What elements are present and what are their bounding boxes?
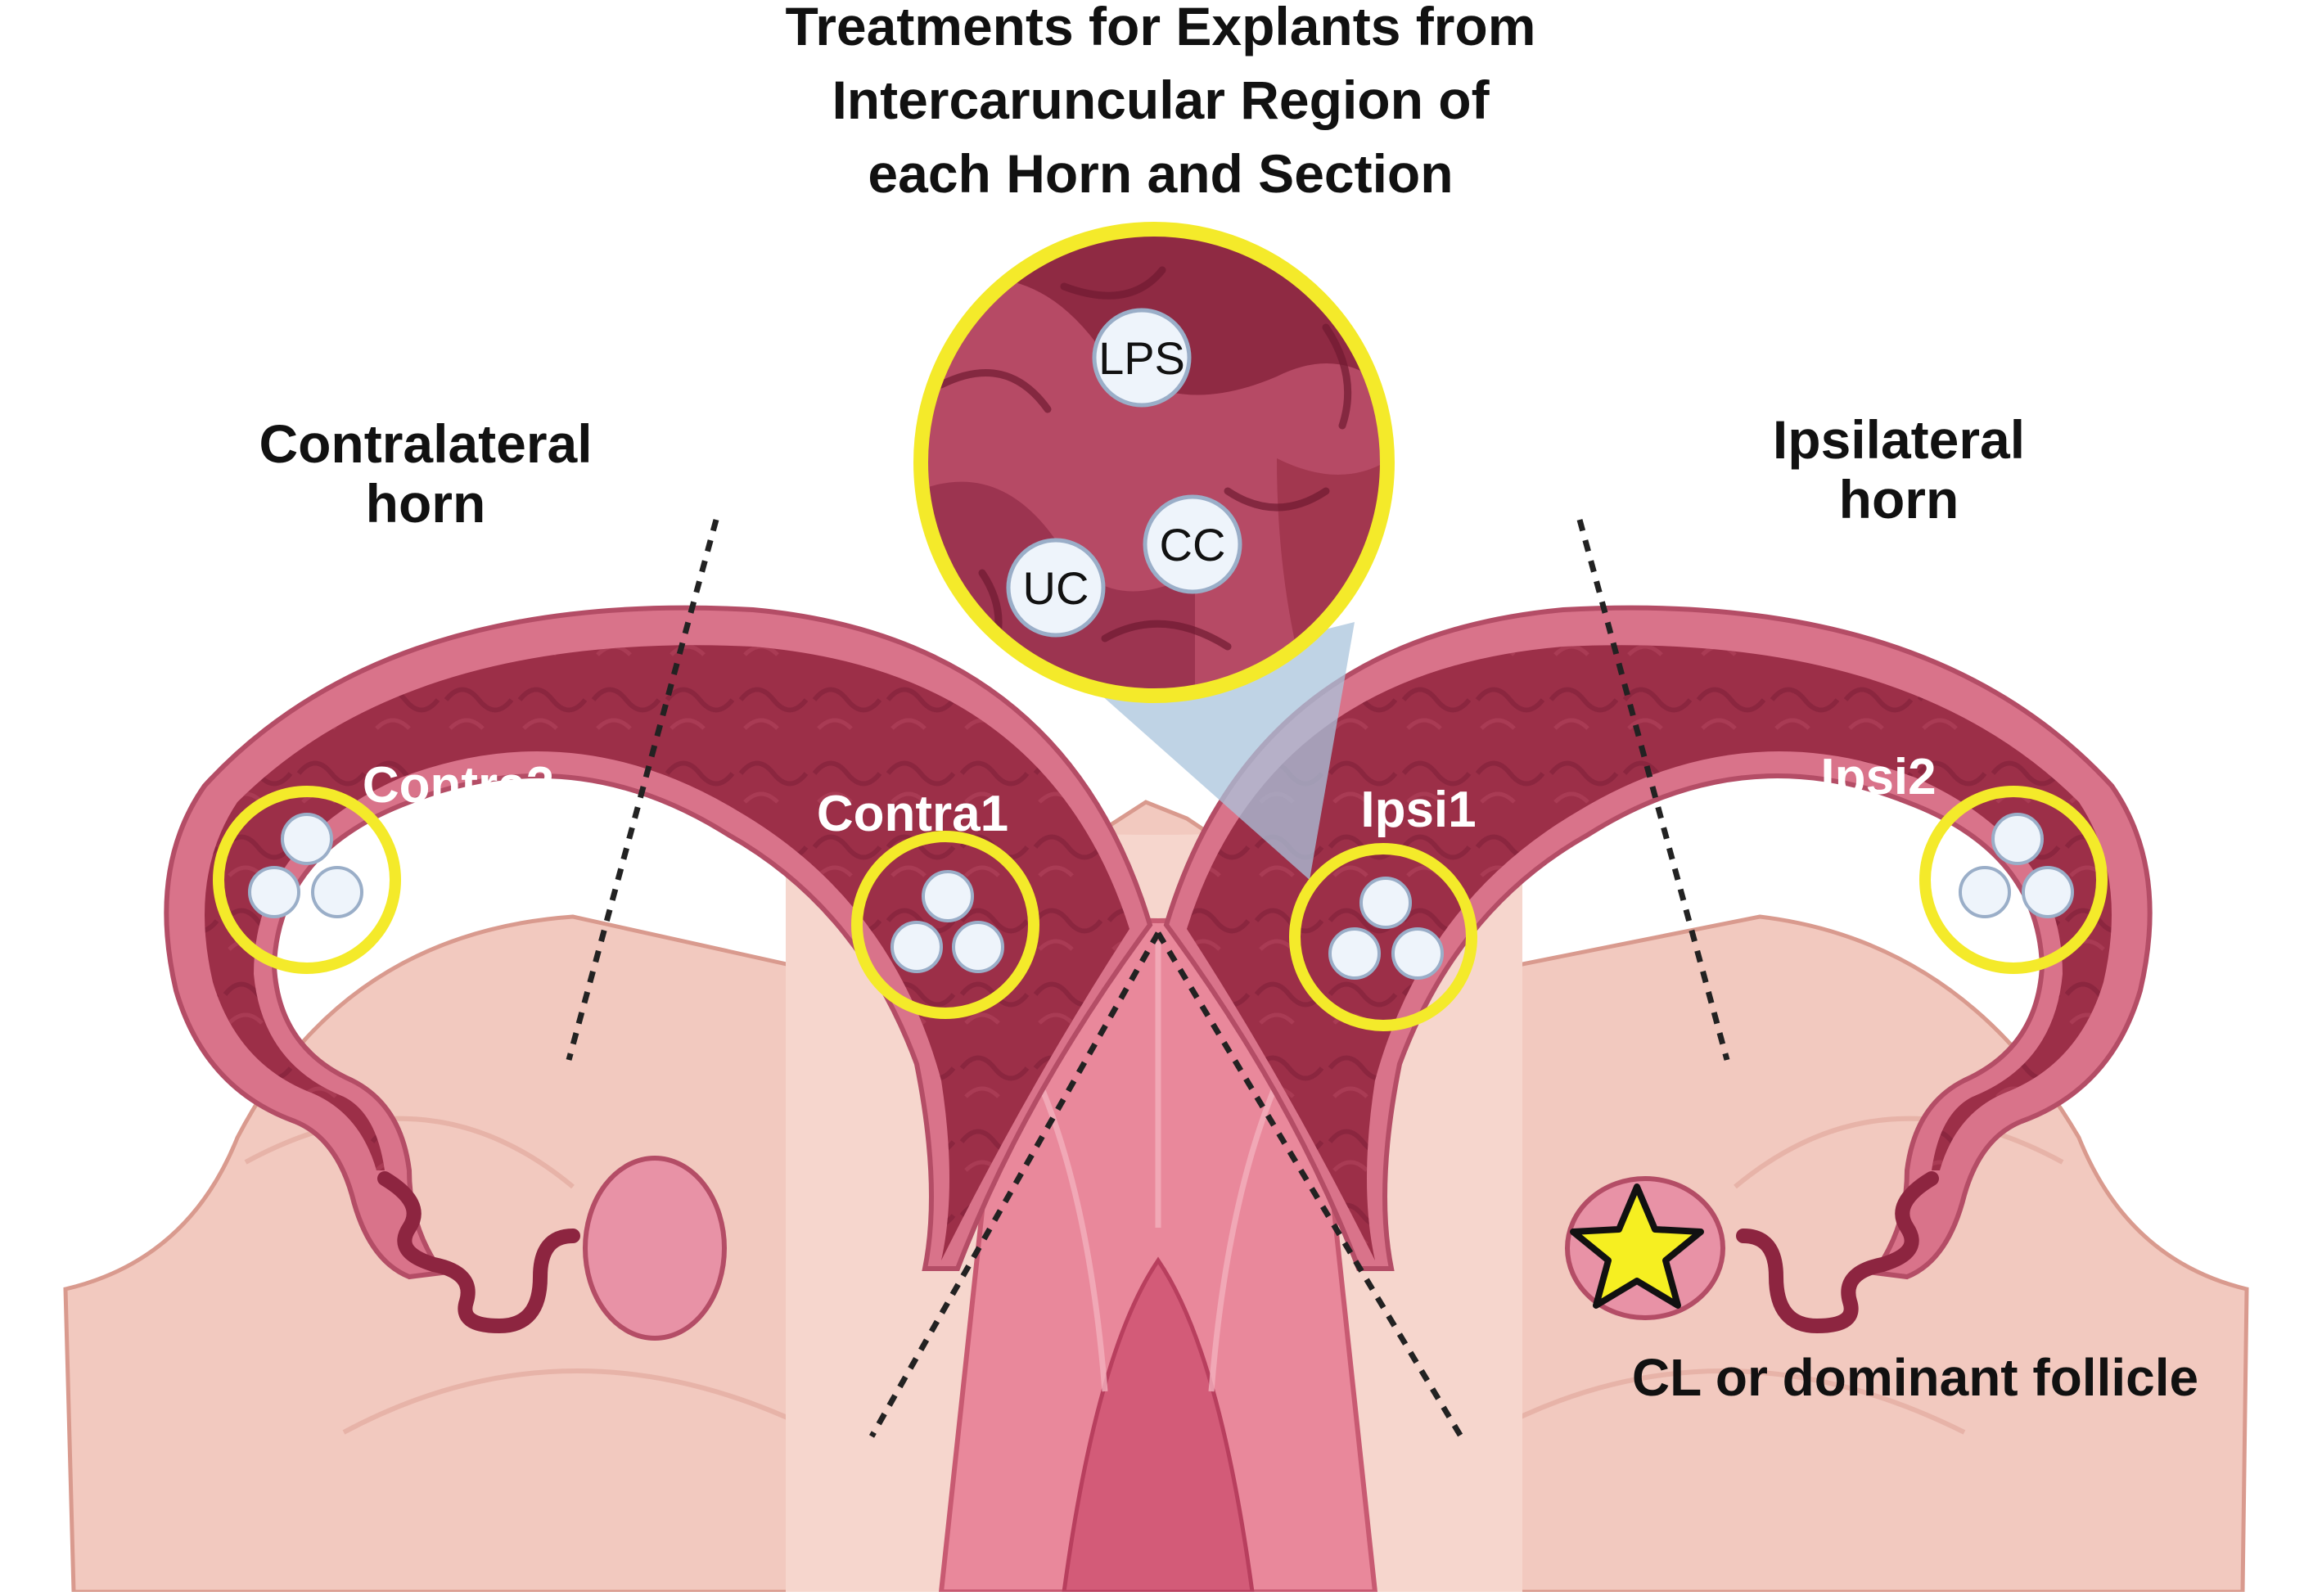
cervical-canal	[1062, 1256, 1255, 1594]
ipsi-section-line	[1576, 519, 1730, 1061]
uc-label: UC	[1023, 562, 1089, 614]
ipsilateral-label-line-2: horn	[1839, 469, 1959, 530]
ipsilateral-fold-texture	[1187, 645, 2112, 1260]
lps-explant	[1092, 308, 1192, 408]
lps-label: LPS	[1098, 332, 1185, 384]
contralateral-horn	[164, 605, 1153, 1341]
zoom-inset: LPS CC UC	[913, 222, 1395, 703]
title-line-3: each Horn and Section	[868, 143, 1453, 204]
ligament-shading	[244, 1116, 2064, 1435]
ipsilateral-oviduct	[1736, 1171, 1939, 1334]
title-line-2: Intercaruncular Region of	[832, 70, 1490, 130]
contralateral-fold-texture	[205, 645, 1129, 1260]
cc-explant	[1143, 494, 1242, 594]
title-line-1: Treatments for Explants from	[786, 0, 1536, 56]
cc-label: CC	[1160, 519, 1226, 570]
cl-caption: CL or dominant follicle	[1632, 1348, 2198, 1407]
body-line-right	[1156, 931, 1463, 1438]
contralateral-ovary	[583, 1156, 727, 1341]
explant-cluster-ipsi1	[1289, 843, 1477, 1031]
ipsilateral-horn	[1163, 605, 2153, 1334]
cervix-folds	[1028, 941, 1288, 1392]
contralateral-oviduct	[377, 1171, 580, 1334]
contra-section-line	[566, 519, 719, 1061]
explant-cluster-contra1	[851, 831, 1039, 1019]
contralateral-label-line-2: horn	[366, 473, 486, 534]
ipsilateral-label-line-1: Ipsilateral	[1773, 409, 2025, 470]
uc-explant	[1006, 538, 1106, 638]
contra2-label: Contra2	[363, 757, 554, 814]
section-lines	[566, 519, 1730, 1438]
ipsi1-label: Ipsi1	[1360, 782, 1476, 838]
explant-cluster-contra2	[213, 786, 401, 974]
contra1-label: Contra1	[817, 786, 1008, 842]
body-line-left	[868, 931, 1161, 1438]
ipsi2-label: Ipsi2	[1820, 749, 1936, 805]
explant-cluster-ipsi2	[1919, 786, 2108, 974]
contralateral-label-line-1: Contralateral	[259, 413, 592, 474]
cl-star-icon	[1570, 1183, 1704, 1309]
